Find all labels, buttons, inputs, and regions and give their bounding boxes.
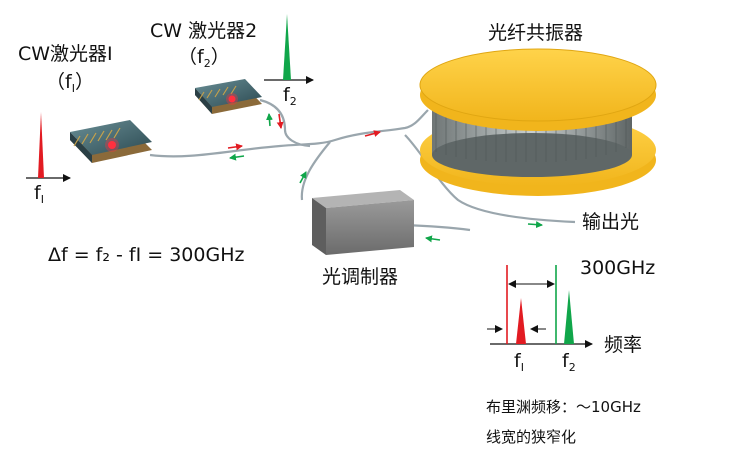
f2-laser-sub: 2 xyxy=(289,95,297,108)
laser1-freq-sub: I xyxy=(71,82,75,95)
brillouin-note: 布里渊频移：～10GHz xyxy=(486,398,641,416)
spectrum-spacing-label: 300GHz xyxy=(580,257,656,279)
propagation-arrows xyxy=(227,113,543,243)
output-label: 输出光 xyxy=(582,211,640,233)
output-spectrum xyxy=(487,265,593,348)
f1-spectrum-sub: I xyxy=(520,361,524,374)
f2-laser-letter: f xyxy=(283,84,290,106)
f2-spectrum-sub: 2 xyxy=(568,361,576,374)
linewidth-note: 线宽的狭窄化 xyxy=(486,428,577,446)
laser2-chip xyxy=(195,79,262,114)
laser2-spectrum xyxy=(264,14,314,84)
optical-modulator xyxy=(312,190,414,255)
laser2-freq-open: （f xyxy=(178,46,204,68)
laser1-freq-open: （f xyxy=(46,71,72,93)
f2-spectrum-label: f2 xyxy=(562,350,576,374)
laser1-freq-close: ） xyxy=(74,71,94,93)
delta-f-equation: Δf = f₂ - fI = 300GHz xyxy=(48,244,245,266)
laser1-chip xyxy=(70,120,152,163)
frequency-axis-label: 频率 xyxy=(604,334,643,356)
laser2-freq-close: ） xyxy=(210,46,230,68)
f1-laser-sub: I xyxy=(40,193,44,206)
f1-spectrum-letter: f xyxy=(514,350,521,372)
laser2-name: CW 激光器2 xyxy=(150,20,258,42)
f1-laser-letter: f xyxy=(34,182,41,204)
laser2-freq-sub: 2 xyxy=(203,57,211,70)
f2-spectrum-letter: f xyxy=(562,350,569,372)
laser1-spectrum xyxy=(26,112,71,182)
laser1-name: CW激光器I xyxy=(18,43,113,65)
laser2-freq-label: （f2） xyxy=(178,46,230,70)
f1-spectrum-label: fI xyxy=(514,350,524,374)
laser1-freq-label: （fI） xyxy=(46,71,94,95)
f2-laser-label: f2 xyxy=(283,84,297,108)
fiber-resonator xyxy=(419,48,657,196)
resonator-label: 光纤共振器 xyxy=(488,22,584,44)
modulator-label: 光调制器 xyxy=(322,266,399,288)
f1-laser-label: fI xyxy=(34,182,44,206)
